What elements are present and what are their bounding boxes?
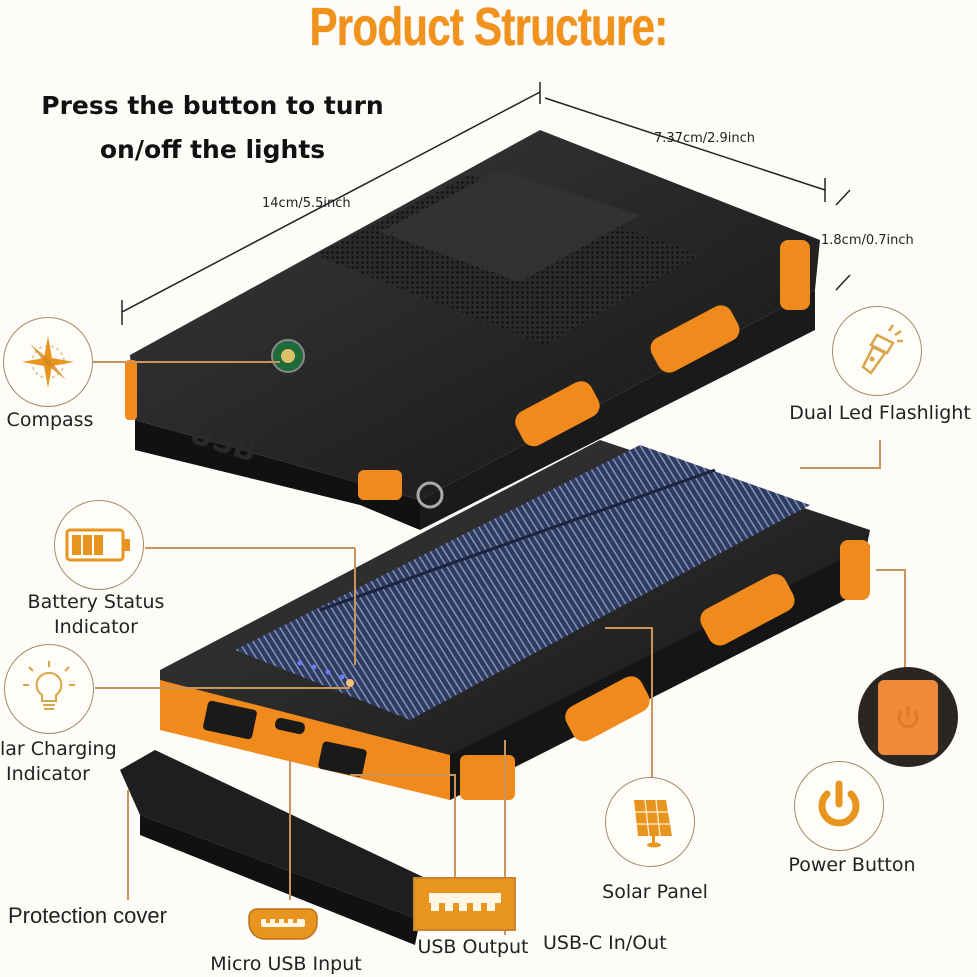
micro-usb-icon [248, 908, 318, 940]
power-callout-circle [794, 761, 884, 851]
power-icon [897, 706, 919, 729]
lightbulb-icon [23, 661, 75, 710]
device-back: USB [125, 130, 820, 530]
flashlight-label: Dual Led Flashlight [789, 402, 971, 424]
solar-charging-label-line-1: lar Charging [0, 738, 117, 760]
battery-callout-circle [54, 500, 144, 590]
solar-charging-callout-circle [4, 644, 94, 734]
compass-icon [22, 336, 74, 388]
battery-icon [65, 528, 130, 562]
flashlight-icon [861, 324, 903, 375]
instruction-line-1: Press the button to turn [41, 91, 384, 120]
usb-output-label: USB Output [417, 936, 529, 958]
power-button-closeup-key [878, 679, 938, 755]
usb-c-label: USB-C In/Out [543, 932, 667, 954]
battery-label-line-2: Indicator [54, 616, 138, 638]
width-dimension: 7.37cm/2.9inch [654, 131, 756, 146]
thickness-dimension: 1.8cm/0.7inch [821, 233, 914, 248]
solar-charging-label: lar Charging Indicator [0, 737, 125, 787]
solar-charging-label-line-2: Indicator [6, 763, 90, 785]
power-label: Power Button [788, 854, 916, 876]
led-indicators [297, 660, 345, 680]
power-icon [818, 780, 860, 827]
protection-cover-label: Protection cover [8, 903, 167, 928]
solar-panel-label: Solar Panel [602, 881, 708, 903]
dimension-lines [121, 82, 851, 325]
usb-port-icon [428, 893, 501, 911]
page-title: Product Structure: [309, 0, 668, 57]
instruction-line-2: on/off the lights [99, 135, 326, 164]
device-front [120, 440, 870, 945]
solar-panel-callout-circle [605, 777, 695, 867]
compass-callout-circle [3, 317, 93, 407]
flashlight-callout-circle [832, 306, 922, 396]
power-button-closeup [858, 667, 958, 767]
micro-usb-label: Micro USB Input [210, 953, 362, 975]
instruction-text: Press the button to turn on/off the ligh… [30, 84, 395, 172]
battery-label: Battery Status Indicator [0, 590, 192, 640]
length-dimension: 14cm/5.5inch [262, 196, 351, 211]
compass-label: Compass [6, 409, 94, 431]
solar-panel-icon [634, 799, 672, 848]
usb-output-icon-box [413, 877, 516, 931]
battery-label-line-1: Battery Status [27, 591, 165, 613]
